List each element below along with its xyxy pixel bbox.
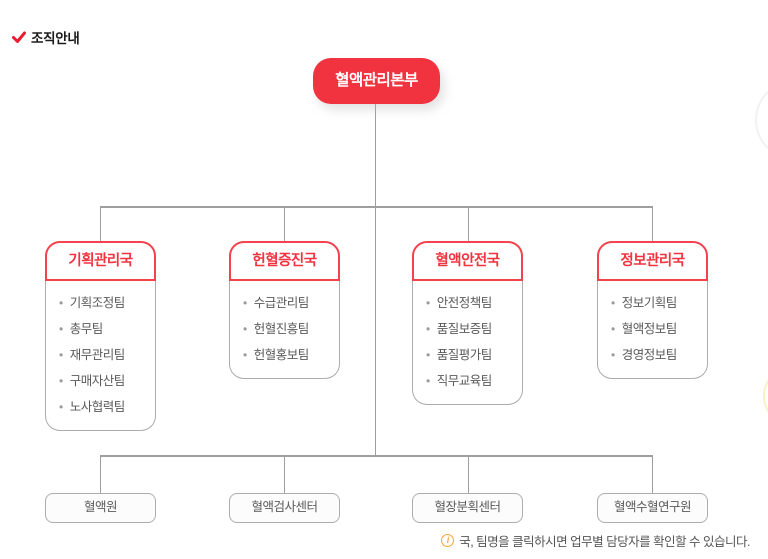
team-item[interactable]: 경영정보팀 xyxy=(611,342,701,368)
page-title: 조직안내 xyxy=(12,27,80,47)
team-item[interactable]: 구매자산팀 xyxy=(59,368,149,394)
connector-affiliate3-stub xyxy=(467,455,469,493)
check-icon xyxy=(12,31,26,43)
org-root-node: 혈액관리본부 xyxy=(313,58,440,104)
dept-column-donation-promotion: 헌혈증진국 수급관리팀 헌혈진흥팀 헌혈홍보팀 xyxy=(229,241,340,379)
team-list: 기획조정팀 총무팀 재무관리팀 구매자산팀 노사협력팀 xyxy=(45,281,156,431)
team-item[interactable]: 수급관리팀 xyxy=(243,290,333,316)
page-title-text: 조직안내 xyxy=(31,31,80,46)
team-item[interactable]: 재무관리팀 xyxy=(59,342,149,368)
team-item[interactable]: 총무팀 xyxy=(59,316,149,342)
connector-root-vertical xyxy=(374,104,376,455)
click-hint-text: 국, 팀명을 클릭하시면 업무별 담당자를 확인할 수 있습니다. xyxy=(459,535,750,549)
click-hint-note: i 국, 팀명을 클릭하시면 업무별 담당자를 확인할 수 있습니다. xyxy=(441,531,750,550)
dept-header-planning-management[interactable]: 기획관리국 xyxy=(45,241,156,281)
team-list: 안전정책팀 품질보증팀 품질평가팀 직무교육팀 xyxy=(412,281,523,405)
team-list: 수급관리팀 헌혈진흥팀 헌혈홍보팀 xyxy=(229,281,340,379)
affiliate-plasma-fractionation-center[interactable]: 혈장분획센터 xyxy=(412,493,523,523)
connector-dept1-stub xyxy=(99,206,101,241)
dept-header-information-management[interactable]: 정보관리국 xyxy=(597,241,708,281)
team-item[interactable]: 직무교육팀 xyxy=(426,368,516,394)
connector-affiliate2-stub xyxy=(283,455,285,493)
team-item[interactable]: 품질보증팀 xyxy=(426,316,516,342)
team-item[interactable]: 품질평가팀 xyxy=(426,342,516,368)
affiliate-blood-test-center[interactable]: 혈액검사센터 xyxy=(229,493,340,523)
floating-button-edge-top[interactable] xyxy=(755,80,768,160)
team-item[interactable]: 헌혈진흥팀 xyxy=(243,316,333,342)
dept-header-blood-safety[interactable]: 혈액안전국 xyxy=(412,241,523,281)
dept-column-planning-management: 기획관리국 기획조정팀 총무팀 재무관리팀 구매자산팀 노사협력팀 xyxy=(45,241,156,431)
team-list: 정보기획팀 혈액정보팀 경영정보팀 xyxy=(597,281,708,379)
floating-button-edge-yellow[interactable] xyxy=(763,366,768,426)
info-icon: i xyxy=(441,534,455,547)
connector-departments-horizontal xyxy=(99,206,653,208)
team-item[interactable]: 혈액정보팀 xyxy=(611,316,701,342)
connector-dept2-stub xyxy=(283,206,285,241)
connector-dept3-stub xyxy=(467,206,469,241)
team-item[interactable]: 기획조정팀 xyxy=(59,290,149,316)
team-item[interactable]: 노사협력팀 xyxy=(59,394,149,420)
connector-affiliates-horizontal xyxy=(99,455,653,457)
team-item[interactable]: 정보기획팀 xyxy=(611,290,701,316)
team-item[interactable]: 안전정책팀 xyxy=(426,290,516,316)
dept-header-donation-promotion[interactable]: 헌혈증진국 xyxy=(229,241,340,281)
affiliate-transfusion-research-institute[interactable]: 혈액수혈연구원 xyxy=(597,493,708,523)
dept-column-blood-safety: 혈액안전국 안전정책팀 품질보증팀 품질평가팀 직무교육팀 xyxy=(412,241,523,405)
affiliate-blood-center[interactable]: 혈액원 xyxy=(45,493,156,523)
connector-dept4-stub xyxy=(651,206,653,241)
dept-column-information-management: 정보관리국 정보기획팀 혈액정보팀 경영정보팀 xyxy=(597,241,708,379)
team-item[interactable]: 헌혈홍보팀 xyxy=(243,342,333,368)
connector-affiliate4-stub xyxy=(651,455,653,493)
connector-affiliate1-stub xyxy=(99,455,101,493)
